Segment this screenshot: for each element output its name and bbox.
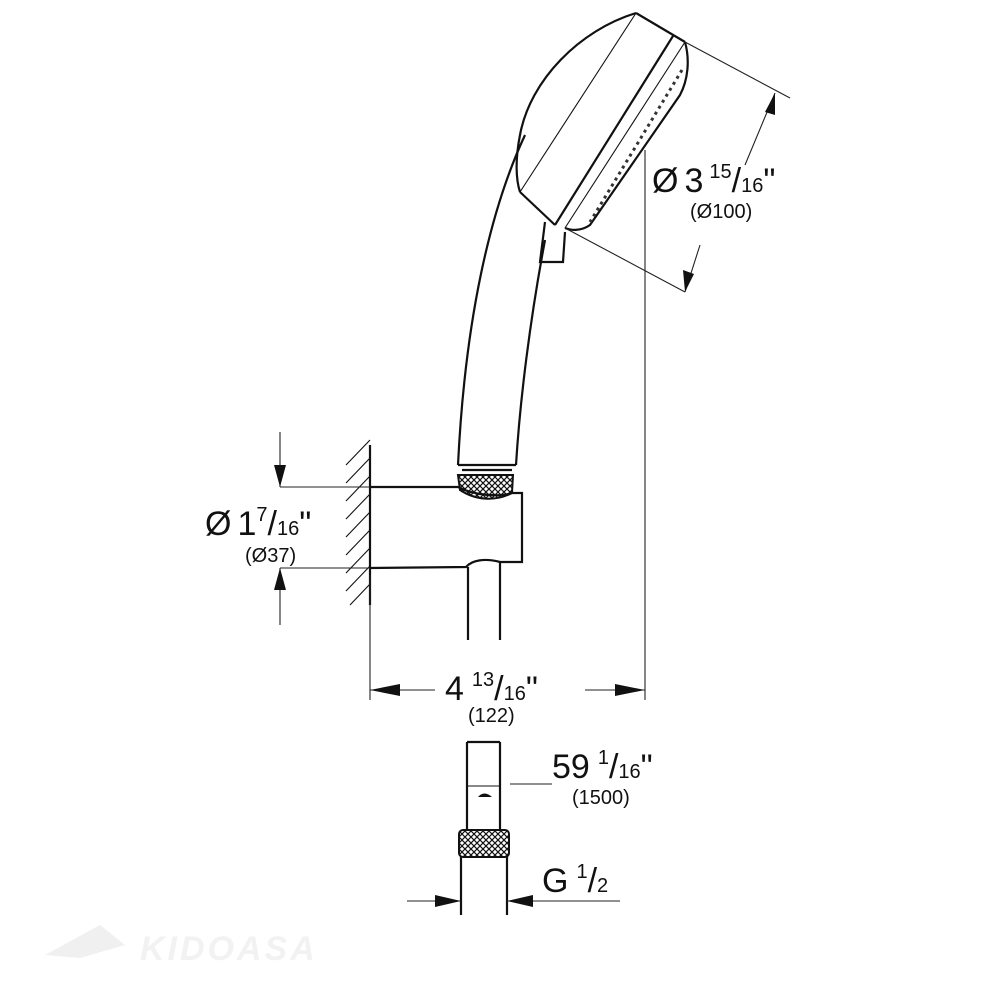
watermark-logo: KIDOASA [45, 925, 318, 968]
brand-logo-mark [478, 793, 492, 797]
hand-shower-head [515, 11, 689, 264]
svg-text:591/16": 591/16" [552, 747, 653, 786]
shower-handle [456, 134, 547, 472]
svg-text:Ø17/16": Ø17/16" [205, 504, 311, 543]
hose-nut [458, 829, 510, 858]
svg-text:(Ø100): (Ø100) [690, 201, 752, 223]
svg-text:G1/2: G1/2 [542, 861, 608, 900]
spray-nozzles [588, 69, 684, 223]
watermark-text: KIDOASA [140, 930, 318, 968]
svg-text:413/16": 413/16" [445, 669, 538, 708]
svg-text:(122): (122) [468, 705, 515, 727]
dimension-lines [274, 41, 791, 907]
wall-hatching [345, 439, 371, 606]
svg-text:(1500): (1500) [572, 787, 630, 809]
svg-text:(Ø37): (Ø37) [245, 545, 296, 567]
hose-end [458, 740, 510, 915]
